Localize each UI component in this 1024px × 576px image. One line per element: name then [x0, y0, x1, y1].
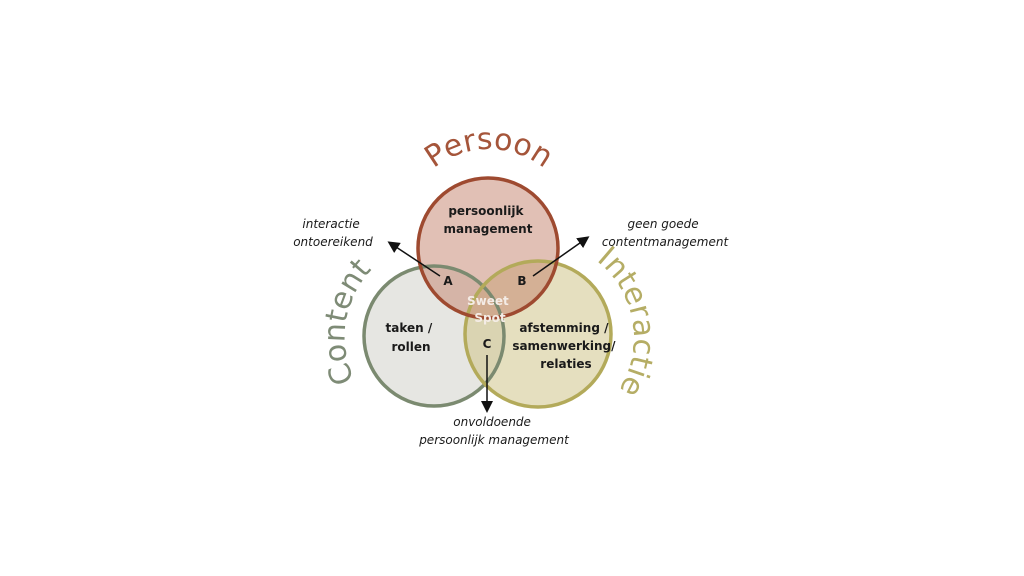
- interactie-label: afstemming / samenwerking/ relaties: [512, 321, 619, 371]
- note-b: geen goede contentmanagement: [602, 217, 730, 249]
- persoon-title: Persoon: [419, 122, 560, 175]
- interactie-circle-outline: [463, 259, 613, 409]
- intersection-a-letter: A: [443, 274, 453, 288]
- sweet-spot-label: Sweet Spot: [467, 294, 513, 325]
- intersection-c-letter: C: [483, 337, 492, 351]
- content-circle-outline: [362, 264, 506, 408]
- content-label: taken / rollen: [386, 321, 437, 354]
- note-a: interactie ontoereikend: [293, 217, 373, 249]
- note-c: onvoldoende persoonlijk management: [418, 415, 570, 447]
- intersection-b-letter: B: [517, 274, 526, 288]
- arrow-a: [387, 241, 441, 277]
- arrow-b: [532, 236, 590, 277]
- persoon-label: persoonlijk management: [444, 204, 533, 236]
- persoon-circle-outline: [416, 176, 560, 320]
- persoon-circle: [418, 178, 558, 318]
